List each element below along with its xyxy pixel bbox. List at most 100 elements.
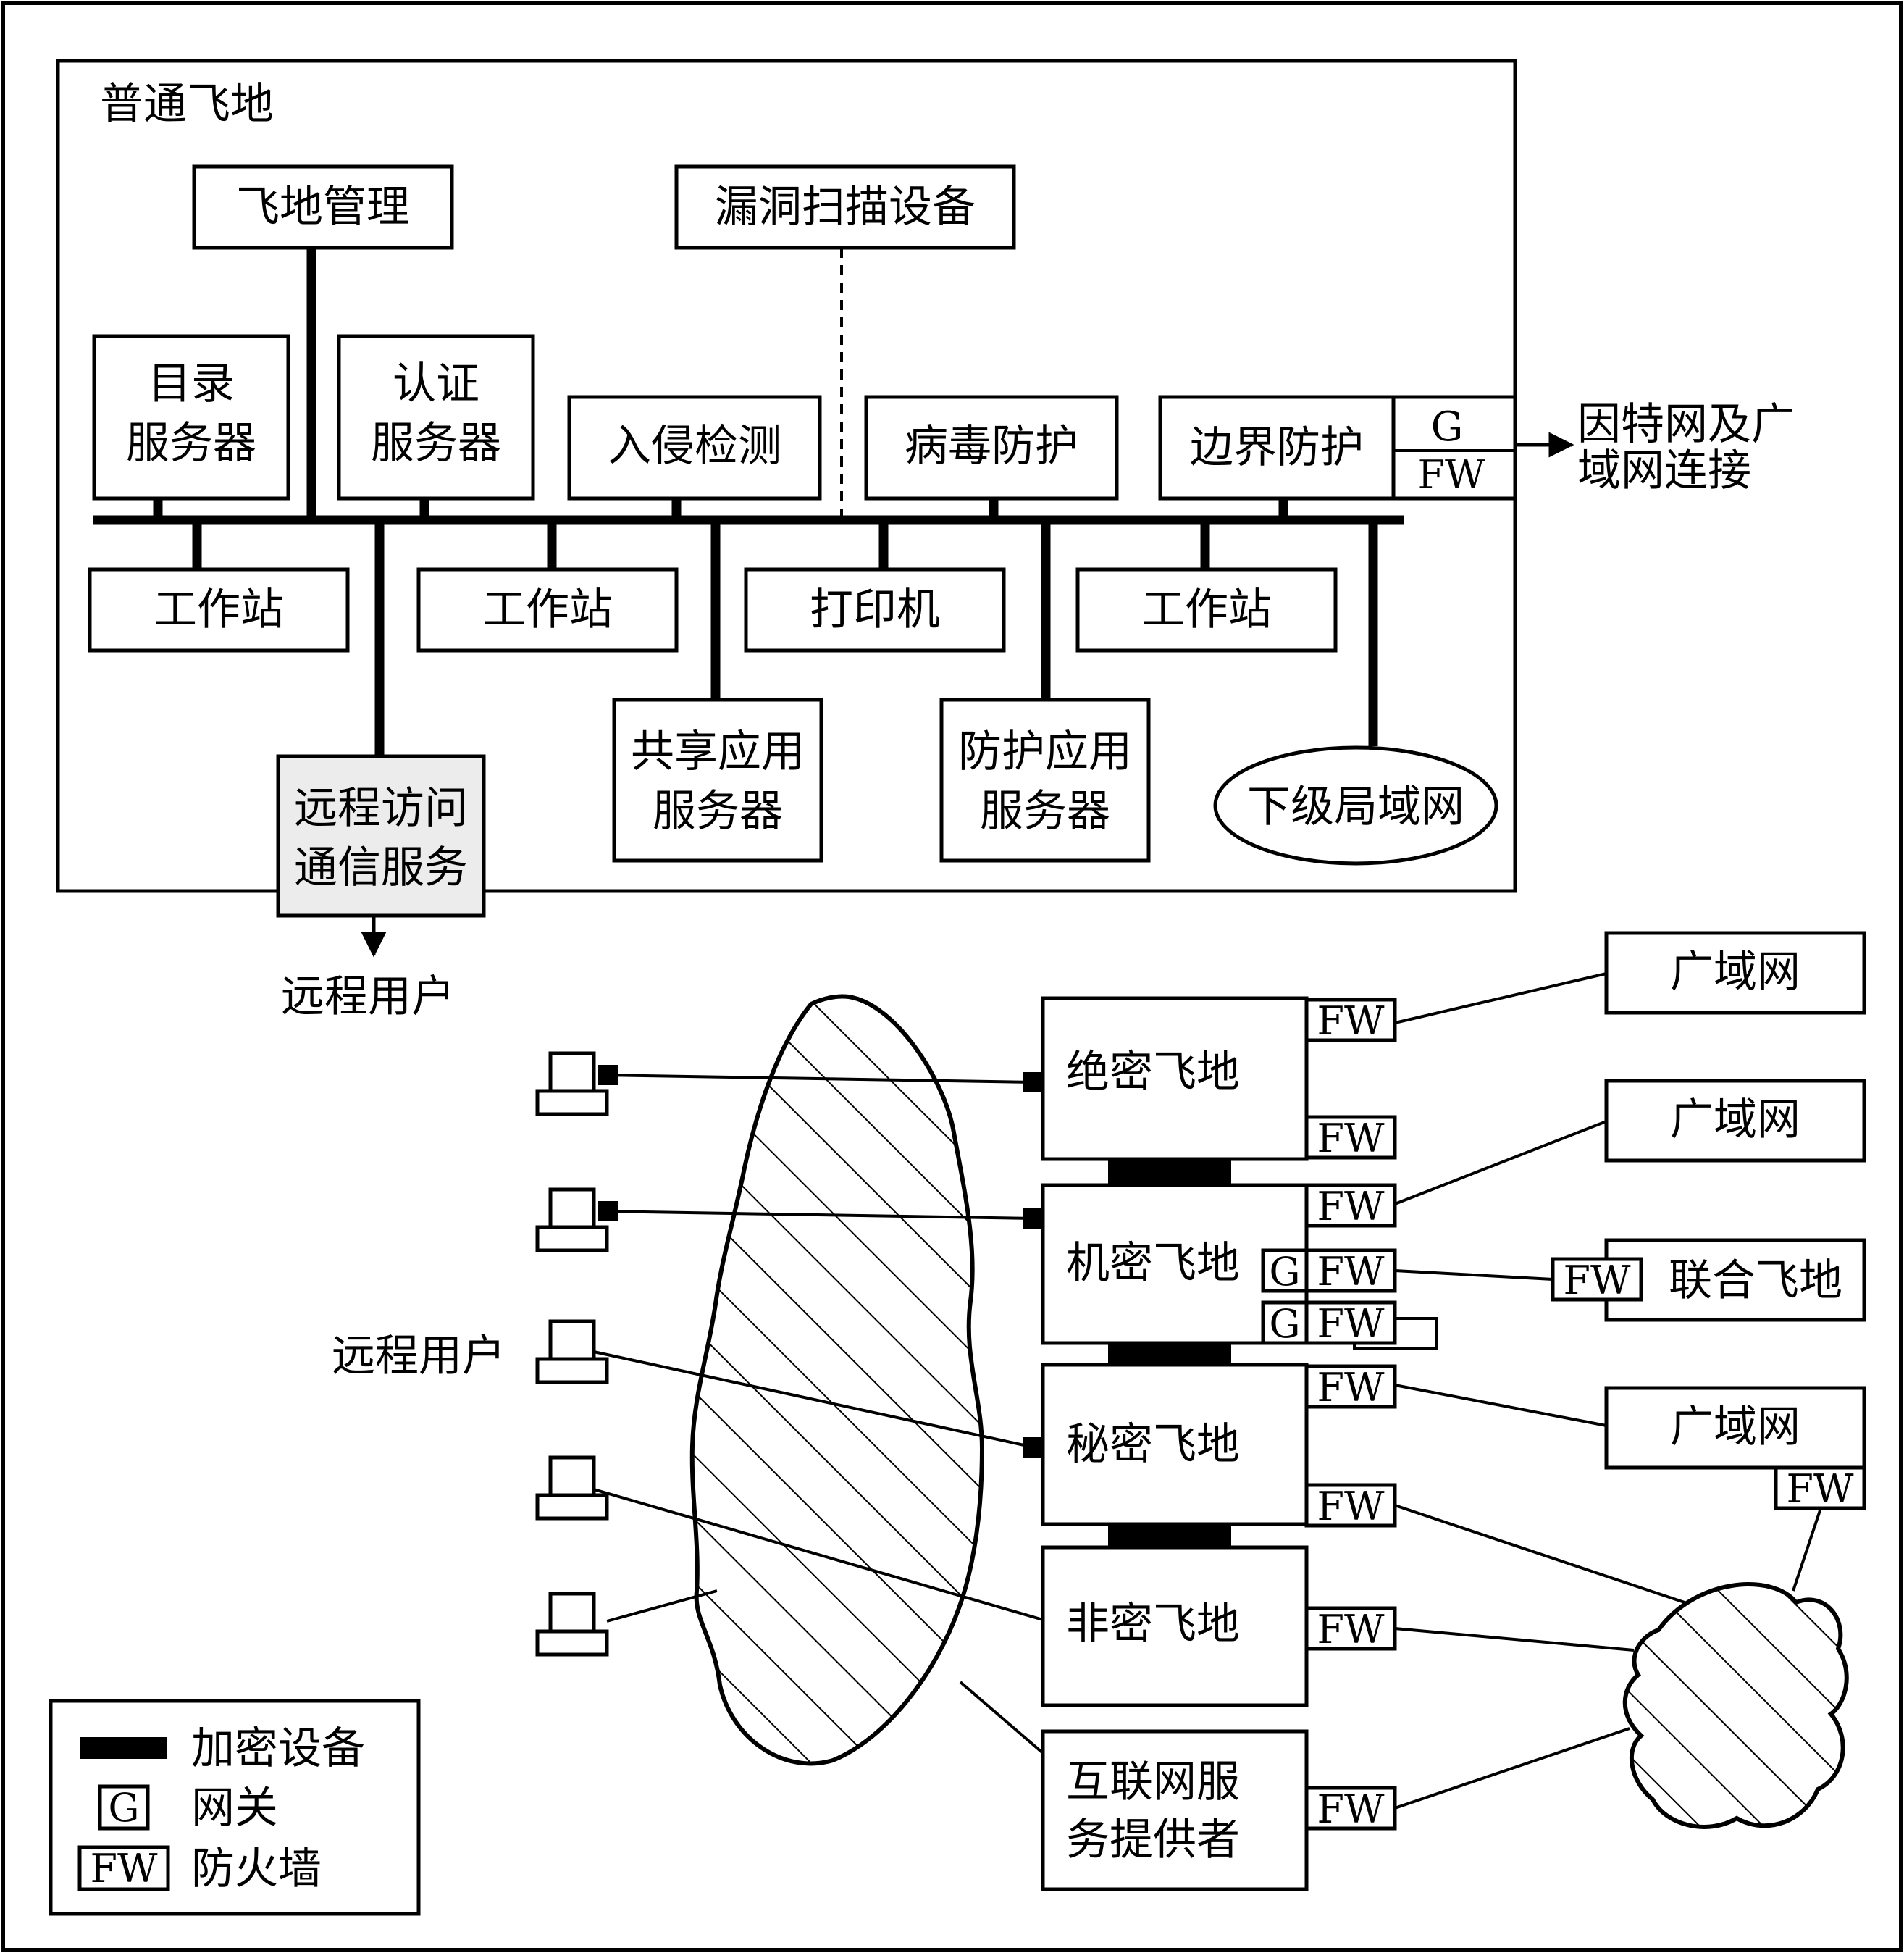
workstation-2-label: 工作站 — [482, 585, 613, 635]
wan-3-fw: FW — [1787, 1466, 1854, 1512]
firewall-box: FW — [1304, 1115, 1397, 1161]
internet-link-line1: 因特网及广 — [1577, 399, 1795, 450]
computer-icon — [535, 1319, 609, 1384]
legend-firewall-symbol: FW — [91, 1846, 158, 1891]
svg-text:FW: FW — [1317, 1365, 1385, 1410]
svg-text:FW: FW — [1317, 1301, 1385, 1347]
firewall-box: FW — [1304, 1248, 1397, 1295]
enclave-management-box: 飞地管理 — [192, 164, 454, 250]
boundary-protection-label: 边界防护 — [1190, 422, 1364, 473]
gateway-box: G — [1261, 1248, 1309, 1295]
legend-gateway-label: 网关 — [191, 1783, 278, 1833]
secret-enclave: 秘密飞地 — [1041, 1363, 1309, 1526]
auth-server-line2: 服务器 — [371, 418, 501, 469]
internet-link-line2: 域网连接 — [1577, 446, 1751, 496]
encryption-link — [1108, 1343, 1231, 1365]
svg-text:G: G — [1269, 1249, 1300, 1295]
workstation-1-box: 工作站 — [88, 567, 350, 653]
firewall-box: FW — [1304, 998, 1397, 1044]
joint-enclave-fw: FW — [1564, 1258, 1631, 1303]
intrusion-detection-label: 入侵检测 — [608, 421, 781, 472]
remote-users-label-bottom: 远程用户 — [332, 1331, 506, 1381]
directory-server-line1: 目录 — [148, 359, 235, 409]
encryption-link — [1108, 1159, 1231, 1185]
vulnerability-scanner-label: 漏洞扫描设备 — [715, 182, 976, 233]
virus-protection-box: 病毒防护 — [864, 395, 1119, 501]
encryption-link — [1108, 1524, 1231, 1547]
svg-text:FW: FW — [1317, 998, 1385, 1044]
top-secret-enclave: 绝密飞地 — [1041, 996, 1309, 1161]
wan-1-label: 广域网 — [1670, 947, 1800, 998]
directory-server-box: 目录 服务器 — [92, 334, 290, 501]
isp-box: 互联网服 务提供者 — [1041, 1729, 1309, 1891]
printer-box: 打印机 — [744, 567, 1006, 653]
joint-enclave-label: 联合飞地 — [1669, 1255, 1842, 1306]
virus-protection-label: 病毒防护 — [905, 421, 1078, 472]
sub-lan-ellipse: 下级局域网 — [1213, 745, 1498, 866]
boundary-gateway-label: G — [1431, 403, 1464, 451]
firewall-box: FW — [1304, 1606, 1397, 1652]
sub-lan-label: 下级局域网 — [1247, 782, 1464, 832]
legend-gateway-symbol: G — [108, 1785, 139, 1831]
auth-server-line1: 认证 — [393, 359, 479, 409]
svg-text:FW: FW — [1317, 1184, 1385, 1229]
protect-app-server-box: 防护应用 服务器 — [939, 698, 1151, 863]
encryption-device — [1023, 1437, 1043, 1458]
shared-app-server-line2: 服务器 — [653, 786, 783, 837]
legend-encryption-label: 加密设备 — [191, 1723, 365, 1774]
firewall-box: FW — [1304, 1364, 1397, 1410]
svg-text:FW: FW — [1317, 1484, 1385, 1529]
ordinary-enclave-title: 普通飞地 — [100, 79, 274, 130]
workstation-3-label: 工作站 — [1141, 585, 1272, 635]
unclassified-label: 非密飞地 — [1066, 1599, 1240, 1649]
remote-access-line2: 通信服务 — [294, 842, 468, 893]
top-secret-label: 绝密飞地 — [1066, 1047, 1240, 1097]
auth-server-box: 认证 服务器 — [337, 334, 535, 501]
public-network-cloud — [689, 994, 985, 1766]
directory-server-line2: 服务器 — [126, 418, 256, 469]
shared-app-server-box: 共享应用 服务器 — [612, 698, 823, 863]
computer-icon — [535, 1187, 609, 1252]
shared-app-server-line1: 共享应用 — [631, 727, 805, 777]
intrusion-detection-box: 入侵检测 — [567, 395, 822, 501]
firewall-box: FW — [1304, 1183, 1397, 1229]
computer-icon — [535, 1455, 609, 1521]
wan-2-label: 广域网 — [1670, 1095, 1800, 1145]
svg-text:FW: FW — [1317, 1607, 1385, 1652]
boundary-firewall-label: FW — [1418, 452, 1485, 498]
svg-text:G: G — [1269, 1301, 1300, 1347]
encryption-device — [598, 1065, 618, 1085]
encryption-device — [598, 1201, 618, 1221]
isp-line1: 互联网服 — [1066, 1757, 1240, 1807]
boundary-protection-box: 边界防护 G FW — [1158, 395, 1517, 501]
wan-box-3: 广域网 FW — [1604, 1386, 1866, 1512]
legend-firewall-label: 防火墙 — [191, 1844, 322, 1894]
workstation-1-label: 工作站 — [154, 585, 284, 635]
gateway-box: G — [1261, 1300, 1309, 1347]
firewall-box: FW — [1304, 1483, 1397, 1529]
vulnerability-scanner-box: 漏洞扫描设备 — [674, 164, 1016, 250]
isp-line2: 务提供者 — [1066, 1815, 1240, 1865]
protect-app-server-line2: 服务器 — [980, 786, 1110, 837]
encryption-legend-swatch — [80, 1737, 167, 1759]
remote-access-box: 远程访问 通信服务 — [276, 754, 486, 918]
workstation-3-box: 工作站 — [1075, 567, 1338, 653]
remote-access-line1: 远程访问 — [294, 783, 468, 834]
printer-label: 打印机 — [810, 585, 940, 635]
encryption-device — [1023, 1208, 1043, 1229]
confidential-label: 机密飞地 — [1066, 1238, 1240, 1289]
firewall-box: FW — [1304, 1300, 1397, 1347]
firewall-box: FW — [1304, 1786, 1397, 1832]
wan-box-1: 广域网 — [1604, 931, 1866, 1015]
workstation-2-box: 工作站 — [416, 567, 679, 653]
svg-text:FW: FW — [1317, 1786, 1385, 1832]
remote-users-label-top: 远程用户 — [281, 971, 455, 1022]
wan-box-2: 广域网 — [1604, 1079, 1866, 1163]
computer-icon — [535, 1051, 609, 1116]
wan-cloud — [1622, 1582, 1849, 1829]
protect-app-server-line1: 防护应用 — [958, 727, 1132, 777]
computer-icon — [535, 1592, 609, 1657]
legend: 加密设备 G 网关 FW 防火墙 — [49, 1699, 421, 1916]
